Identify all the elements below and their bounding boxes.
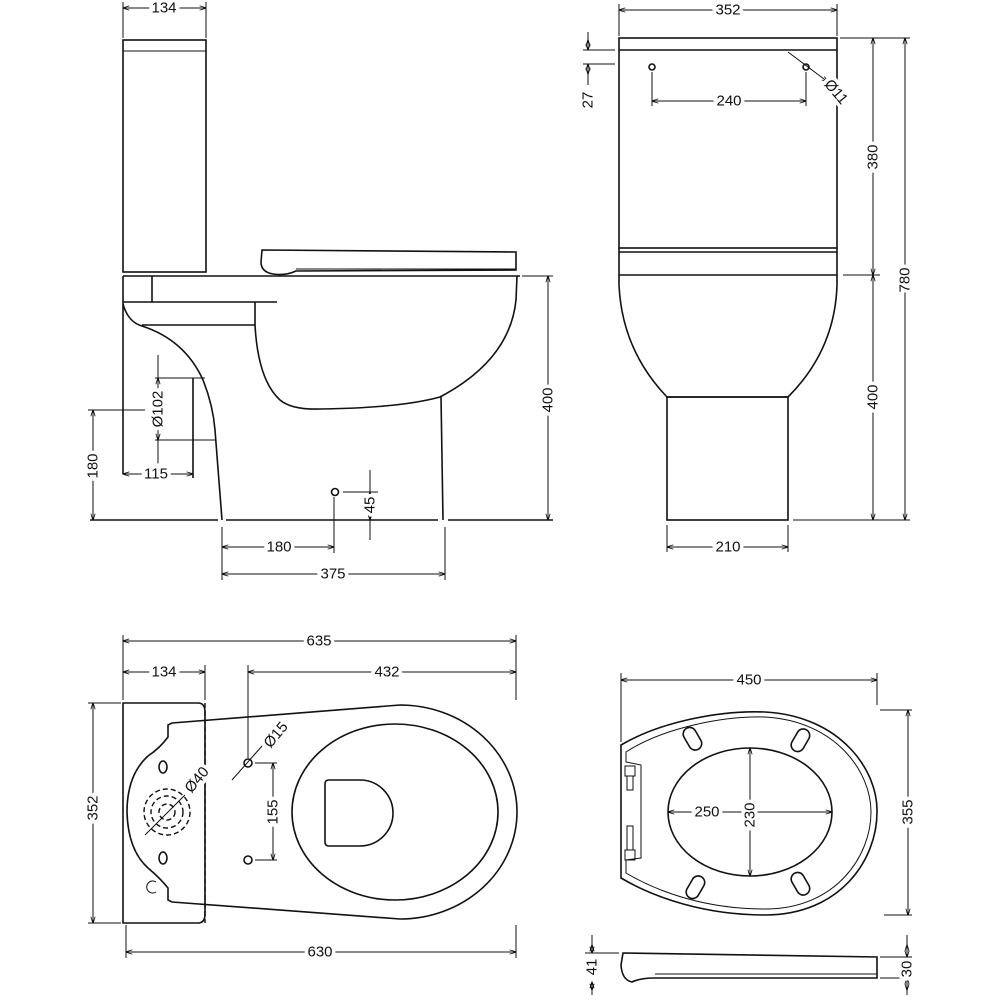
dim-front-thickness: 30 bbox=[899, 961, 916, 978]
dim-inlet-offset: 180 bbox=[266, 539, 291, 556]
dim-pipe-diameter: Ø102 bbox=[150, 391, 167, 428]
dim-opening-length: 230 bbox=[742, 802, 759, 827]
dim-waste-diameter: Ø40 bbox=[181, 764, 212, 797]
fixing-hole bbox=[648, 63, 656, 71]
bowl-profile bbox=[254, 275, 518, 410]
plan-view: 635 134 432 352 Ø40 Ø15 155 630 bbox=[81, 629, 518, 964]
dim-tank-width: 352 bbox=[85, 795, 102, 820]
inlet-hole bbox=[330, 487, 340, 497]
cistern-side bbox=[122, 39, 207, 273]
dim-total-length: 635 bbox=[306, 633, 331, 650]
front-view: 352 27 240 Ø11 380 400 780 210 bbox=[576, 0, 917, 559]
rear-profile bbox=[122, 303, 223, 521]
dim-pipe-offset: 115 bbox=[144, 466, 168, 483]
pan-plan-outline bbox=[126, 704, 518, 920]
dim-hole-offset: 27 bbox=[580, 92, 597, 109]
dim-hole-spacing: 240 bbox=[716, 93, 741, 110]
dim-pipe-height: 180 bbox=[85, 453, 102, 478]
fixing-hole bbox=[243, 758, 253, 768]
dim-base-length: 630 bbox=[307, 944, 332, 961]
side-view: 134 Ø102 180 115 45 180 375 400 bbox=[81, 0, 560, 586]
buffer-slot bbox=[790, 871, 811, 896]
dim-hole-diameter: Ø11 bbox=[821, 76, 852, 108]
dim-pan-height: 400 bbox=[540, 387, 557, 412]
dim-tank-depth: 134 bbox=[151, 0, 176, 17]
dim-seat-length: 450 bbox=[736, 672, 761, 689]
fixing-hole bbox=[243, 855, 253, 865]
cistern-plan bbox=[122, 702, 206, 924]
waste-outlet bbox=[143, 788, 191, 836]
cistern-front bbox=[618, 37, 838, 249]
dim-inlet-height: 45 bbox=[362, 497, 379, 514]
dim-plan-tank-depth: 134 bbox=[151, 664, 176, 681]
buffer-slot bbox=[790, 728, 811, 753]
dim-fix-diameter: Ø15 bbox=[260, 719, 291, 752]
dim-fix-spacing: 155 bbox=[265, 799, 282, 824]
dim-seat-width: 355 bbox=[900, 799, 917, 824]
dim-hole-to-front: 432 bbox=[374, 664, 399, 681]
buffer-slot bbox=[685, 875, 706, 900]
buffer-slot bbox=[682, 726, 703, 751]
pan-front bbox=[618, 248, 838, 398]
dim-pan-depth: 375 bbox=[320, 566, 345, 583]
dim-total-height: 780 bbox=[897, 267, 914, 292]
seat-outline bbox=[620, 710, 878, 916]
seat-side-profile bbox=[620, 952, 878, 983]
dim-width: 352 bbox=[715, 2, 740, 19]
dim-front-pan-height: 400 bbox=[865, 384, 882, 409]
fixing-hole bbox=[802, 63, 810, 71]
pedestal-front bbox=[666, 396, 789, 521]
waste-opening bbox=[324, 779, 394, 847]
seat-view: 450 355 250 230 41 30 bbox=[580, 668, 920, 995]
dim-rear-thickness: 41 bbox=[584, 959, 601, 976]
dim-opening-width: 250 bbox=[694, 804, 719, 821]
seat-side bbox=[260, 249, 517, 276]
dim-tank-height: 380 bbox=[865, 144, 882, 169]
dim-pedestal-width: 210 bbox=[715, 539, 740, 556]
bowl-inner bbox=[291, 723, 499, 901]
